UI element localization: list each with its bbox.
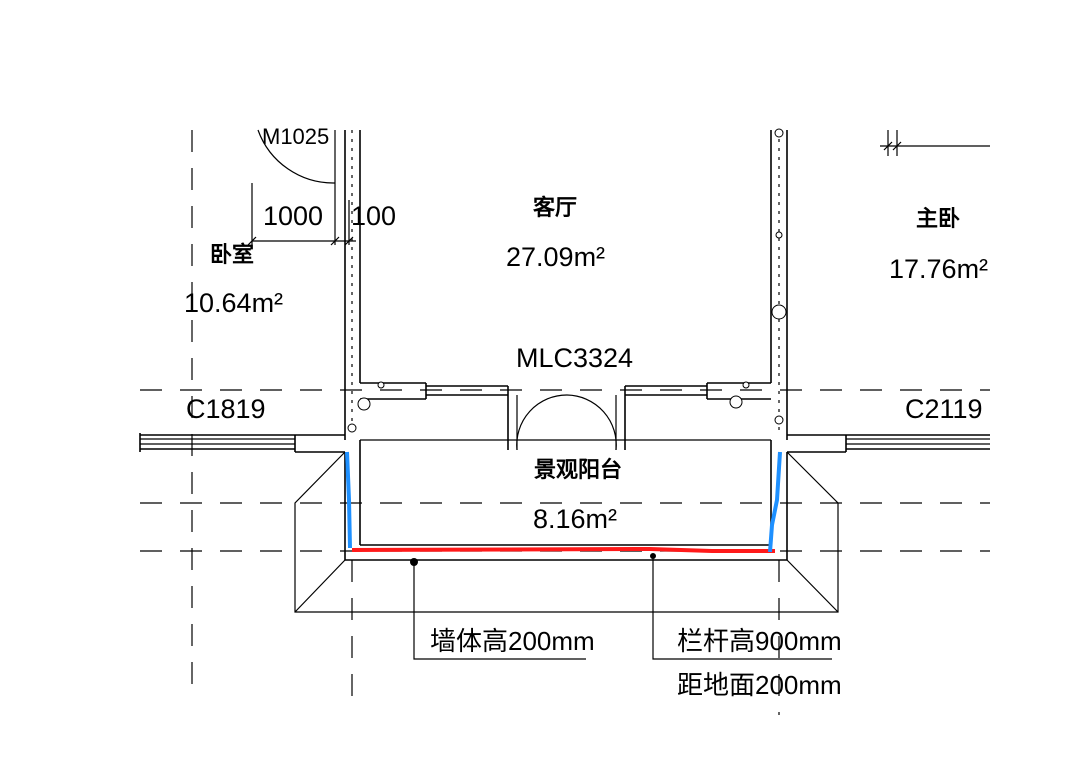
dimension-line — [247, 183, 356, 246]
window-label-right: C2119 — [905, 394, 983, 424]
wall-height-annotation: 墙体高200mm — [430, 626, 595, 656]
grid-lines — [140, 130, 990, 715]
window-label-left: C1819 — [186, 394, 266, 424]
right-window-wall — [787, 434, 990, 453]
balcony-door — [516, 394, 617, 451]
left-window-wall — [139, 433, 345, 453]
railing-height-annotation: 栏杆高900mm — [677, 626, 842, 656]
bedroom-name: 卧室 — [210, 242, 254, 268]
living-room-area: 27.09m² — [506, 242, 605, 272]
living-room-name: 客厅 — [533, 195, 577, 221]
left-wall — [344, 130, 509, 450]
door-label-m1025: M1025 — [262, 124, 329, 149]
balcony-door-label: MLC3324 — [516, 343, 633, 373]
dimension-1000: 1000 — [263, 201, 323, 231]
bedroom-door — [257, 129, 336, 184]
right-wall — [624, 128, 788, 450]
annotation-leaders — [410, 553, 832, 660]
top-right-dimension — [880, 130, 990, 156]
balcony-area: 8.16m² — [533, 504, 617, 534]
bedroom-area: 10.64m² — [184, 288, 283, 318]
railing-offset-annotation: 距地面200mm — [677, 670, 842, 700]
highlight-marks — [345, 451, 782, 553]
balcony-slab — [294, 439, 839, 613]
balcony-name: 景观阳台 — [534, 457, 622, 483]
dimension-100: 100 — [351, 201, 396, 231]
master-bedroom-area: 17.76m² — [889, 254, 988, 284]
master-bedroom-name: 主卧 — [916, 207, 960, 232]
